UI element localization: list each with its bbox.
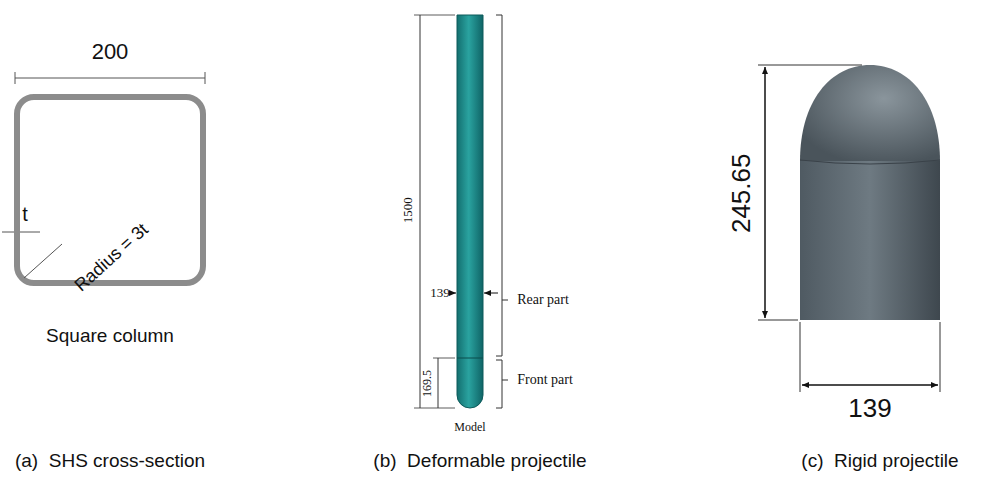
dimension-label: 200 [92, 40, 129, 64]
dimension-label: 139 [848, 394, 891, 423]
part-name: Square column [46, 326, 174, 347]
deformable-projectile [414, 15, 508, 408]
panel-caption: (b) Deformable projectile [373, 451, 586, 472]
part-name: Model [454, 421, 485, 434]
panel-caption: (a) SHS cross-section [15, 451, 205, 472]
part-name: Rear part [517, 292, 569, 307]
panel-caption: (c) Rigid projectile [801, 451, 958, 472]
thickness-label: t [22, 203, 28, 225]
dimension-label: 245.65 [728, 153, 757, 233]
rigid-projectile [758, 65, 940, 392]
dimension-label: 169.5 [420, 371, 433, 398]
dimension-label: 139 [430, 286, 450, 300]
part-name: Front part [517, 372, 573, 387]
dimension-label: 1500 [401, 197, 415, 223]
